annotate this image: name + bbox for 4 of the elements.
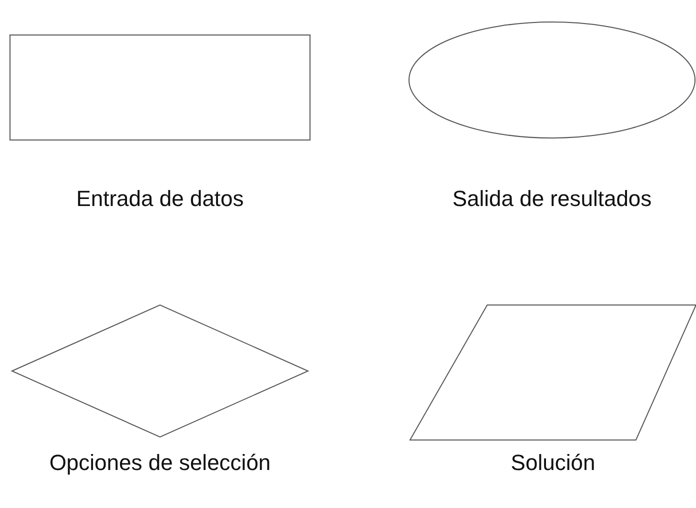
shape-caption: Entrada de datos (75, 186, 245, 212)
shape-caption: Opciones de selección (48, 450, 272, 476)
shape-caption: Solución (510, 450, 596, 476)
shape-caption: Salida de resultados (451, 186, 653, 212)
